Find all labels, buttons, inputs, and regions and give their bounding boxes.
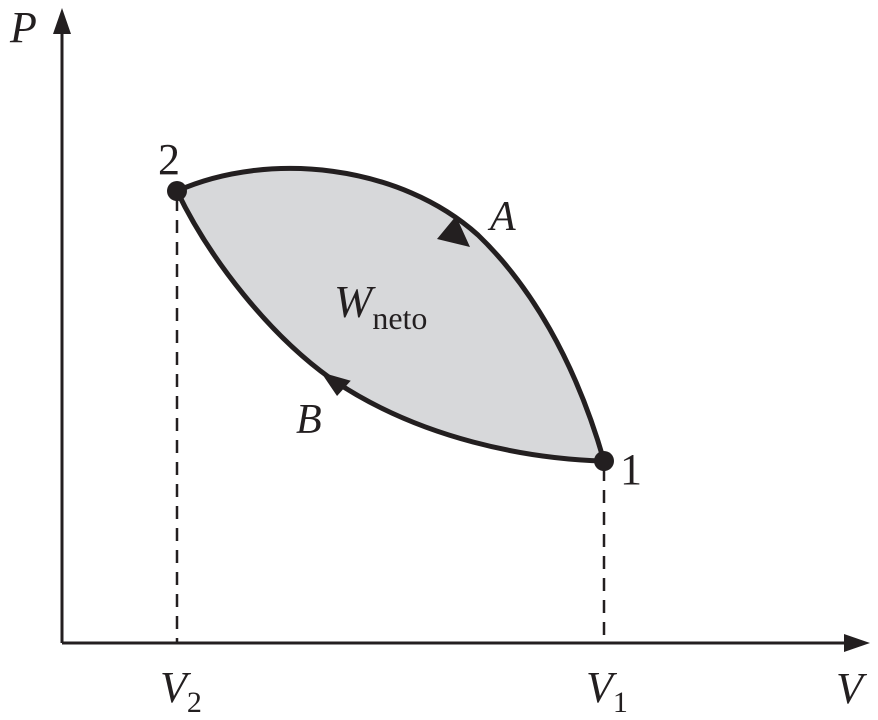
v2-tick-label: V2: [160, 663, 202, 719]
y-axis-label: P: [9, 3, 37, 52]
v1-tick-main: V: [586, 663, 618, 712]
path-a-curve: [175, 165, 607, 462]
net-work-region: [177, 168, 604, 461]
net-work-label: Wneto: [334, 276, 427, 336]
path-a-label: A: [487, 194, 516, 240]
y-axis-arrowhead: [53, 8, 71, 34]
state-1-label: 1: [620, 445, 642, 494]
path-b-arrow: [320, 372, 351, 396]
state-2-label: 2: [158, 135, 180, 184]
net-work-main: W: [334, 276, 376, 327]
state-1-dot: [594, 451, 614, 471]
v1-tick-label: V1: [586, 663, 628, 719]
v2-tick-sub: 2: [187, 686, 202, 719]
x-axis-arrowhead: [844, 634, 870, 652]
net-work-sub: neto: [372, 300, 427, 336]
state-2-dot: [167, 181, 187, 201]
x-axis-label: V: [836, 664, 868, 713]
path-b-label: B: [296, 397, 322, 443]
v2-tick-main: V: [160, 663, 192, 712]
v1-tick-sub: 1: [613, 686, 628, 719]
path-a-arrow: [437, 216, 470, 247]
